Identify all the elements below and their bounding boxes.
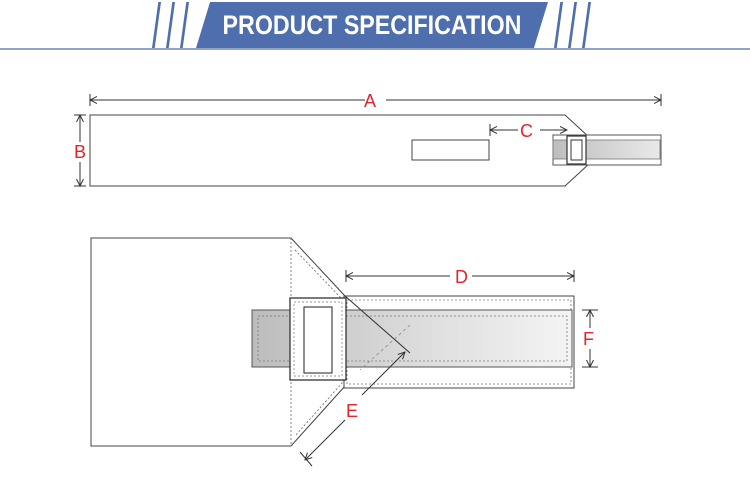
folded-slot [411, 139, 490, 161]
buckle-stitch [293, 301, 343, 377]
dimension-f-label: F [583, 329, 594, 349]
page-title: PRODUCT SPECIFICATION [222, 10, 522, 40]
open-view: D F E [90, 237, 598, 467]
dimension-a-label: A [364, 91, 376, 111]
header-slash-decoration [152, 2, 161, 48]
strap-stitch [257, 315, 568, 362]
header-slash-decoration [554, 2, 563, 48]
header-divider [0, 48, 750, 50]
dimension-e-line [305, 419, 346, 460]
dimension-e-label: E [346, 401, 358, 421]
folded-view: A B C [74, 91, 661, 186]
dimension-c-label: C [520, 121, 533, 141]
page-header: PRODUCT SPECIFICATION [0, 0, 750, 55]
dimension-e-line [361, 352, 405, 396]
diagonal-guide [344, 295, 411, 354]
header-slash-decoration [180, 2, 189, 48]
header-slash-decoration [166, 2, 175, 48]
dimension-b-label: B [74, 142, 86, 162]
dimension-e-tick [299, 451, 313, 467]
diagonal-guide-dashed [359, 324, 411, 371]
dimension-d-label: D [455, 267, 468, 287]
header-slash-decoration [582, 2, 591, 48]
folded-buckle-inner [570, 139, 583, 161]
buckle-slot [303, 306, 333, 374]
header-slash-decoration [568, 2, 577, 48]
title-banner [196, 2, 548, 48]
folded-bag-body [89, 114, 591, 187]
